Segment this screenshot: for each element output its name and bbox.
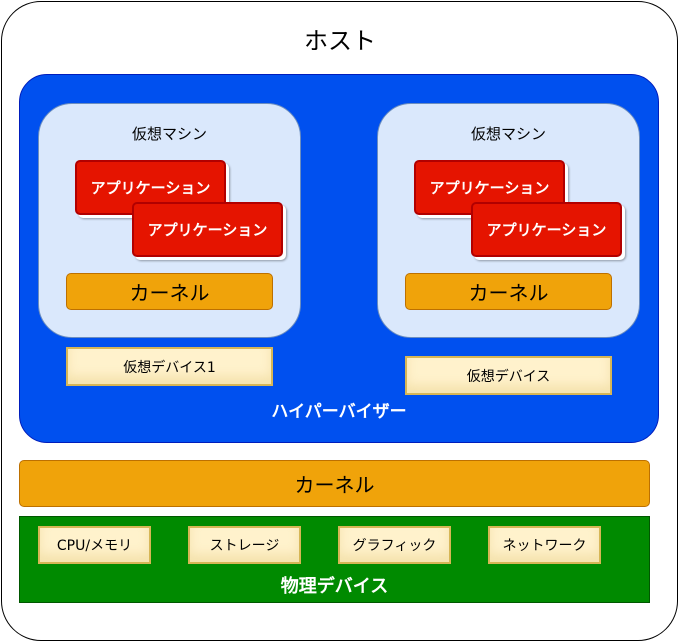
physical-item-network: ネットワーク [488,526,601,564]
physical-item-cpu-memory: CPU/メモリ [38,526,151,564]
virtual-device-2: 仮想デバイス [405,356,612,395]
vm2-kernel: カーネル [405,273,612,310]
vm-title-2: 仮想マシン [470,124,546,143]
vm2-app-2: アプリケーション [471,202,622,257]
hypervisor-label: ハイパーバイザー [271,401,407,422]
vm1-kernel: カーネル [66,273,273,310]
physical-devices-label: 物理デバイス [280,576,389,597]
physical-item-graphics: グラフィック [338,526,451,564]
host-kernel: カーネル [19,460,650,507]
vm1-app-2: アプリケーション [132,202,283,257]
host-title: ホスト [304,26,376,55]
physical-item-storage: ストレージ [188,526,301,564]
virtual-device-1: 仮想デバイス1 [66,347,273,386]
vm-title-1: 仮想マシン [131,124,207,143]
